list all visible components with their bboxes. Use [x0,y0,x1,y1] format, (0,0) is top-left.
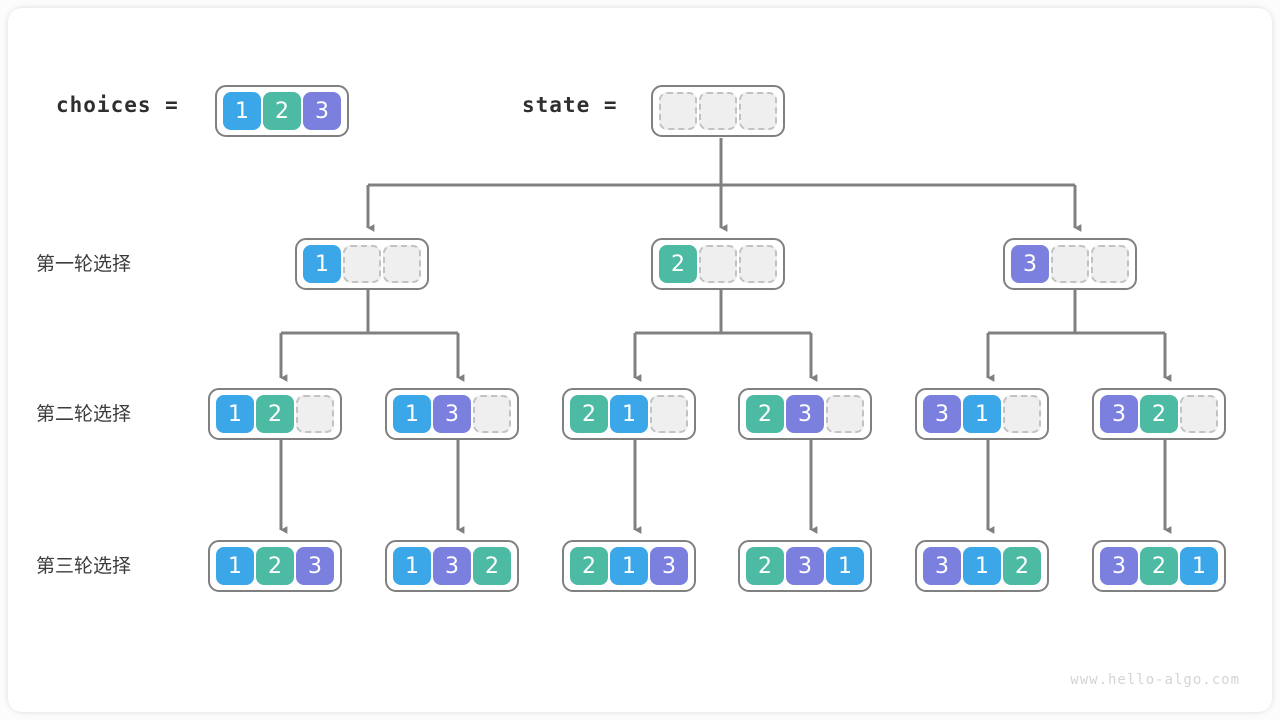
r2n3-cell-0: 2 [570,395,608,433]
r2n6-cell-1: 2 [1140,395,1178,433]
r2n2-cell-2 [473,395,511,433]
r3n1-cell-2: 3 [296,547,334,585]
choices-cell-1: 2 [263,92,301,130]
r3n3-cell-0: 2 [570,547,608,585]
r3n5-cell-1: 1 [963,547,1001,585]
r2n5-cell-1: 1 [963,395,1001,433]
r3n5-cell-0: 3 [923,547,961,585]
r1n1-cell-1 [343,245,381,283]
r2n3-cell-1: 1 [610,395,648,433]
r3n3-cell-1: 1 [610,547,648,585]
r1n3-cell-1 [1051,245,1089,283]
r1n3-cell-2 [1091,245,1129,283]
r3n1-cell-0: 1 [216,547,254,585]
state-array-round-1-node-1: 1 [295,238,429,290]
state-array-round-1-node-3: 3 [1003,238,1137,290]
r2n4-cell-2 [826,395,864,433]
state-cell-0 [659,92,697,130]
r2n1-cell-0: 1 [216,395,254,433]
r2n1-cell-2 [296,395,334,433]
r3n4-cell-0: 2 [746,547,784,585]
state-cell-1 [699,92,737,130]
r2n6-cell-2 [1180,395,1218,433]
r1n2-cell-2 [739,245,777,283]
r2n5-cell-0: 3 [923,395,961,433]
r3n1-cell-1: 2 [256,547,294,585]
r3n6-cell-2: 1 [1180,547,1218,585]
row-label-round-2: 第二轮选择 [36,403,132,425]
watermark: www.hello-algo.com [1070,672,1240,688]
choices-cell-2: 3 [303,92,341,130]
state-array-round-1-node-2: 2 [651,238,785,290]
choices-cell-0: 1 [223,92,261,130]
state-cell-2 [739,92,777,130]
r2n4-cell-1: 3 [786,395,824,433]
r2n1-cell-1: 2 [256,395,294,433]
r1n1-cell-0: 1 [303,245,341,283]
r2n2-cell-1: 3 [433,395,471,433]
r1n2-cell-1 [699,245,737,283]
r3n2-cell-1: 3 [433,547,471,585]
r3n4-cell-1: 3 [786,547,824,585]
r3n6-cell-1: 2 [1140,547,1178,585]
r1n3-cell-0: 3 [1011,245,1049,283]
choices-label: choices = [56,93,179,117]
r2n4-cell-0: 2 [746,395,784,433]
r2n5-cell-2 [1003,395,1041,433]
r2n6-cell-0: 3 [1100,395,1138,433]
r1n1-cell-2 [383,245,421,283]
row-label-round-1: 第一轮选择 [36,253,132,275]
row-label-round-3: 第三轮选择 [36,555,132,577]
r1n2-cell-0: 2 [659,245,697,283]
r3n4-cell-2: 1 [826,547,864,585]
diagram-card [8,8,1272,712]
r2n2-cell-0: 1 [393,395,431,433]
r3n2-cell-0: 1 [393,547,431,585]
r3n6-cell-0: 3 [1100,547,1138,585]
r2n3-cell-2 [650,395,688,433]
state-label: state = [522,93,618,117]
r3n3-cell-2: 3 [650,547,688,585]
r3n5-cell-2: 2 [1003,547,1041,585]
state-array [651,85,785,137]
r3n2-cell-2: 2 [473,547,511,585]
